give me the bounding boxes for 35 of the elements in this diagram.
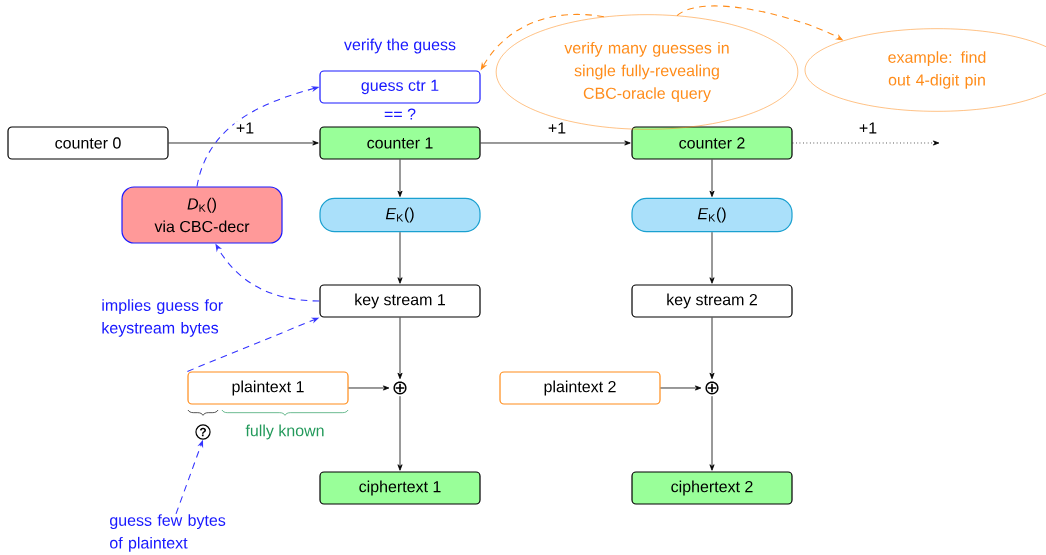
arrow — [792, 140, 940, 146]
plaintext-box: plaintext 2 — [499, 371, 661, 405]
arrow — [709, 395, 715, 471]
annotation-text: guess few bytes of plaintext — [110, 514, 226, 552]
process-box: key stream 1 — [319, 284, 481, 318]
process-box: key stream 2 — [631, 284, 793, 318]
ciphertext-box: ciphertext 1 — [319, 471, 481, 505]
edge-label: implies guess for keystream bytes — [102, 299, 223, 337]
arrow — [397, 317, 403, 380]
counter-box: counter 2 — [631, 126, 793, 160]
encryption-box: E$_{K}$() — [319, 197, 481, 233]
arrow — [397, 231, 403, 284]
comparison-label: == ? — [384, 108, 416, 120]
encryption-box: E$_{K}$() — [631, 197, 793, 233]
arrow — [168, 140, 319, 146]
arrow — [709, 231, 715, 284]
xor-symbol: ⊕ — [705, 381, 719, 395]
node-caption: verify the guess — [344, 38, 456, 54]
arrow — [660, 385, 702, 391]
guess-box: guess ctr 1 — [319, 70, 481, 104]
counter-box: counter 1 — [319, 126, 481, 160]
edge-label: +1 — [234, 121, 256, 135]
arrow — [397, 159, 403, 197]
brace-label: fully known — [245, 424, 324, 440]
arrow — [709, 159, 715, 197]
arrow — [397, 395, 403, 471]
ciphertext-box: ciphertext 2 — [631, 471, 793, 505]
arrow — [709, 317, 715, 380]
edge-label: +1 — [857, 121, 879, 135]
arrow — [348, 385, 390, 391]
plaintext-box: plaintext 1 — [187, 371, 349, 405]
xor-symbol: ⊕ — [393, 381, 407, 395]
arrow — [480, 140, 631, 146]
process-box: counter 0 — [7, 126, 169, 160]
decryption-box: D$_{K}$() via CBC-decr — [121, 186, 283, 244]
